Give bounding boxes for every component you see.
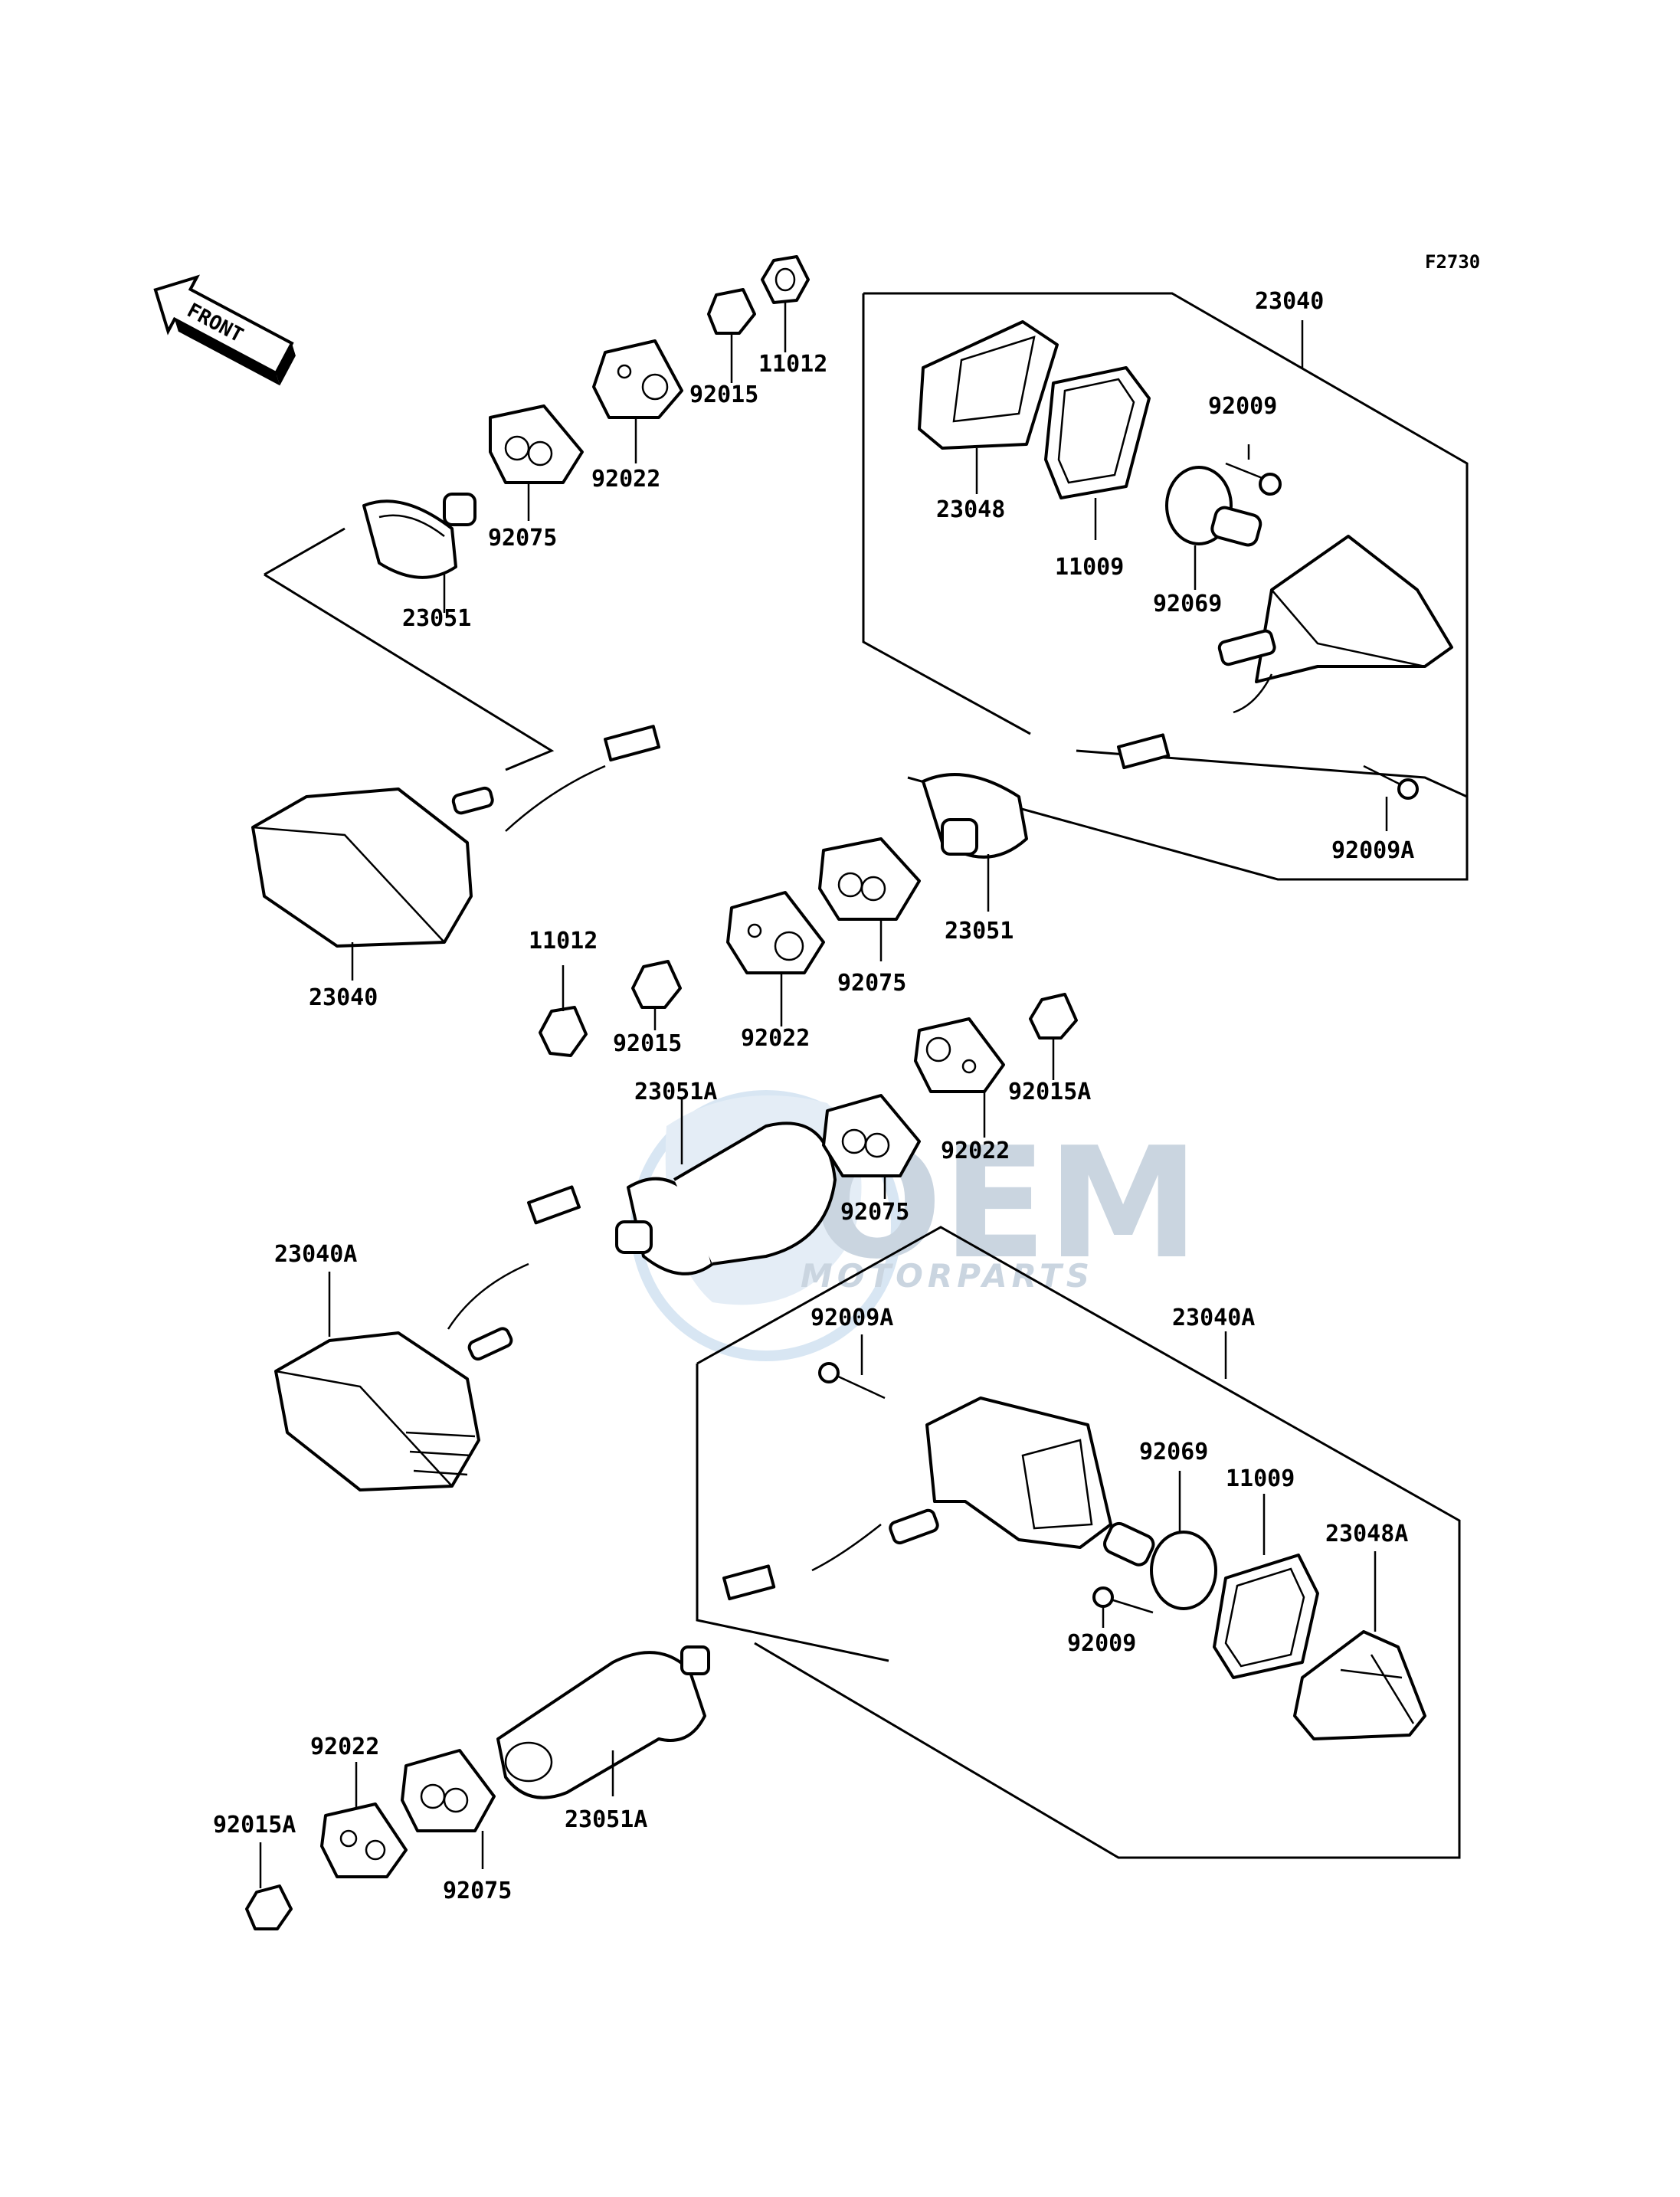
nut-11012-mid <box>539 1006 588 1057</box>
label-92069: 92069 <box>1139 1439 1208 1465</box>
assembly-outline-top <box>863 292 1469 881</box>
nut-92015A-mid <box>1029 993 1078 1040</box>
label-11009: 11009 <box>1226 1465 1295 1492</box>
part-labels: 23040 92009 23048 11009 92069 92009A 230… <box>213 288 1414 1904</box>
label-92022: 92022 <box>941 1138 1010 1164</box>
label-23051: 23051 <box>402 605 471 632</box>
label-23040A: 23040A <box>1172 1305 1255 1331</box>
nut-92015-top <box>707 288 756 335</box>
nut-92015A-bottom <box>245 1884 293 1930</box>
screw-92009A-top <box>1363 765 1419 800</box>
plate-92022-right <box>726 891 825 974</box>
label-92015A: 92015A <box>1008 1079 1091 1105</box>
label-23040A: 23040A <box>274 1241 357 1268</box>
label-92009: 92009 <box>1067 1630 1136 1657</box>
label-92015: 92015 <box>689 381 758 408</box>
label-92022: 92022 <box>741 1025 810 1052</box>
stay-23051-right <box>922 773 1028 859</box>
label-23051A: 23051A <box>634 1079 717 1105</box>
stay-23051A-mid <box>615 1121 837 1275</box>
label-92009A: 92009A <box>811 1305 893 1331</box>
lens-23048A <box>1293 1630 1426 1740</box>
leader-lines <box>259 303 1388 1888</box>
label-23051: 23051 <box>945 918 1014 945</box>
plate-92022-bottom <box>320 1802 408 1878</box>
nut-92015-mid <box>631 960 682 1009</box>
plate-92022-mid <box>914 1017 1005 1093</box>
bulb-92069-top <box>1165 466 1262 547</box>
label-92015: 92015 <box>613 1030 682 1057</box>
lens-23048 <box>918 320 1059 450</box>
turn-signal-23040-left <box>251 725 661 948</box>
label-23048A: 23048A <box>1325 1521 1408 1547</box>
turn-signal-body-bottom-right <box>722 1396 1112 1601</box>
label-92015A: 92015A <box>213 1812 296 1838</box>
screw-92009-top <box>1225 462 1282 496</box>
screw-92009A-bottom <box>818 1362 886 1400</box>
label-11009: 11009 <box>1055 554 1124 581</box>
assembly-outline-bottom <box>696 1364 889 1662</box>
gasket-11009-top <box>1044 366 1151 499</box>
rubber-92075-right <box>818 837 921 921</box>
rubber-92075-bottom <box>401 1749 496 1832</box>
bulb-92069-bottom <box>1103 1521 1217 1610</box>
label-23040: 23040 <box>309 984 378 1011</box>
label-92075: 92075 <box>840 1199 909 1226</box>
turn-signal-23040A-left <box>274 1185 581 1491</box>
front-arrow-icon: FRONT <box>153 274 296 386</box>
label-92009A: 92009A <box>1331 837 1414 864</box>
rubber-92075-top <box>489 404 584 484</box>
label-23040: 23040 <box>1255 288 1324 315</box>
label-11012: 11012 <box>758 351 827 378</box>
label-23051A: 23051A <box>565 1806 647 1833</box>
plate-92022-top <box>592 339 683 419</box>
stay-23051-left <box>362 493 476 579</box>
label-23048: 23048 <box>936 496 1005 523</box>
rubber-92075-mid <box>822 1094 921 1177</box>
gasket-11009-bottom <box>1213 1554 1319 1679</box>
stay-23051A-bottom <box>496 1645 710 1799</box>
figure-code: F2730 <box>1425 251 1480 273</box>
label-92022: 92022 <box>310 1734 379 1760</box>
nut-11012-top <box>761 255 810 304</box>
turn-signal-body-top-right <box>1117 535 1453 770</box>
label-92009: 92009 <box>1208 393 1277 420</box>
label-92069: 92069 <box>1153 591 1222 617</box>
label-92022: 92022 <box>591 466 660 493</box>
label-92075: 92075 <box>488 525 557 552</box>
watermark-tagline: MOTORPARTS <box>801 1257 1094 1295</box>
label-92075: 92075 <box>837 970 906 997</box>
label-11012: 11012 <box>529 928 598 954</box>
label-92075: 92075 <box>443 1878 512 1904</box>
